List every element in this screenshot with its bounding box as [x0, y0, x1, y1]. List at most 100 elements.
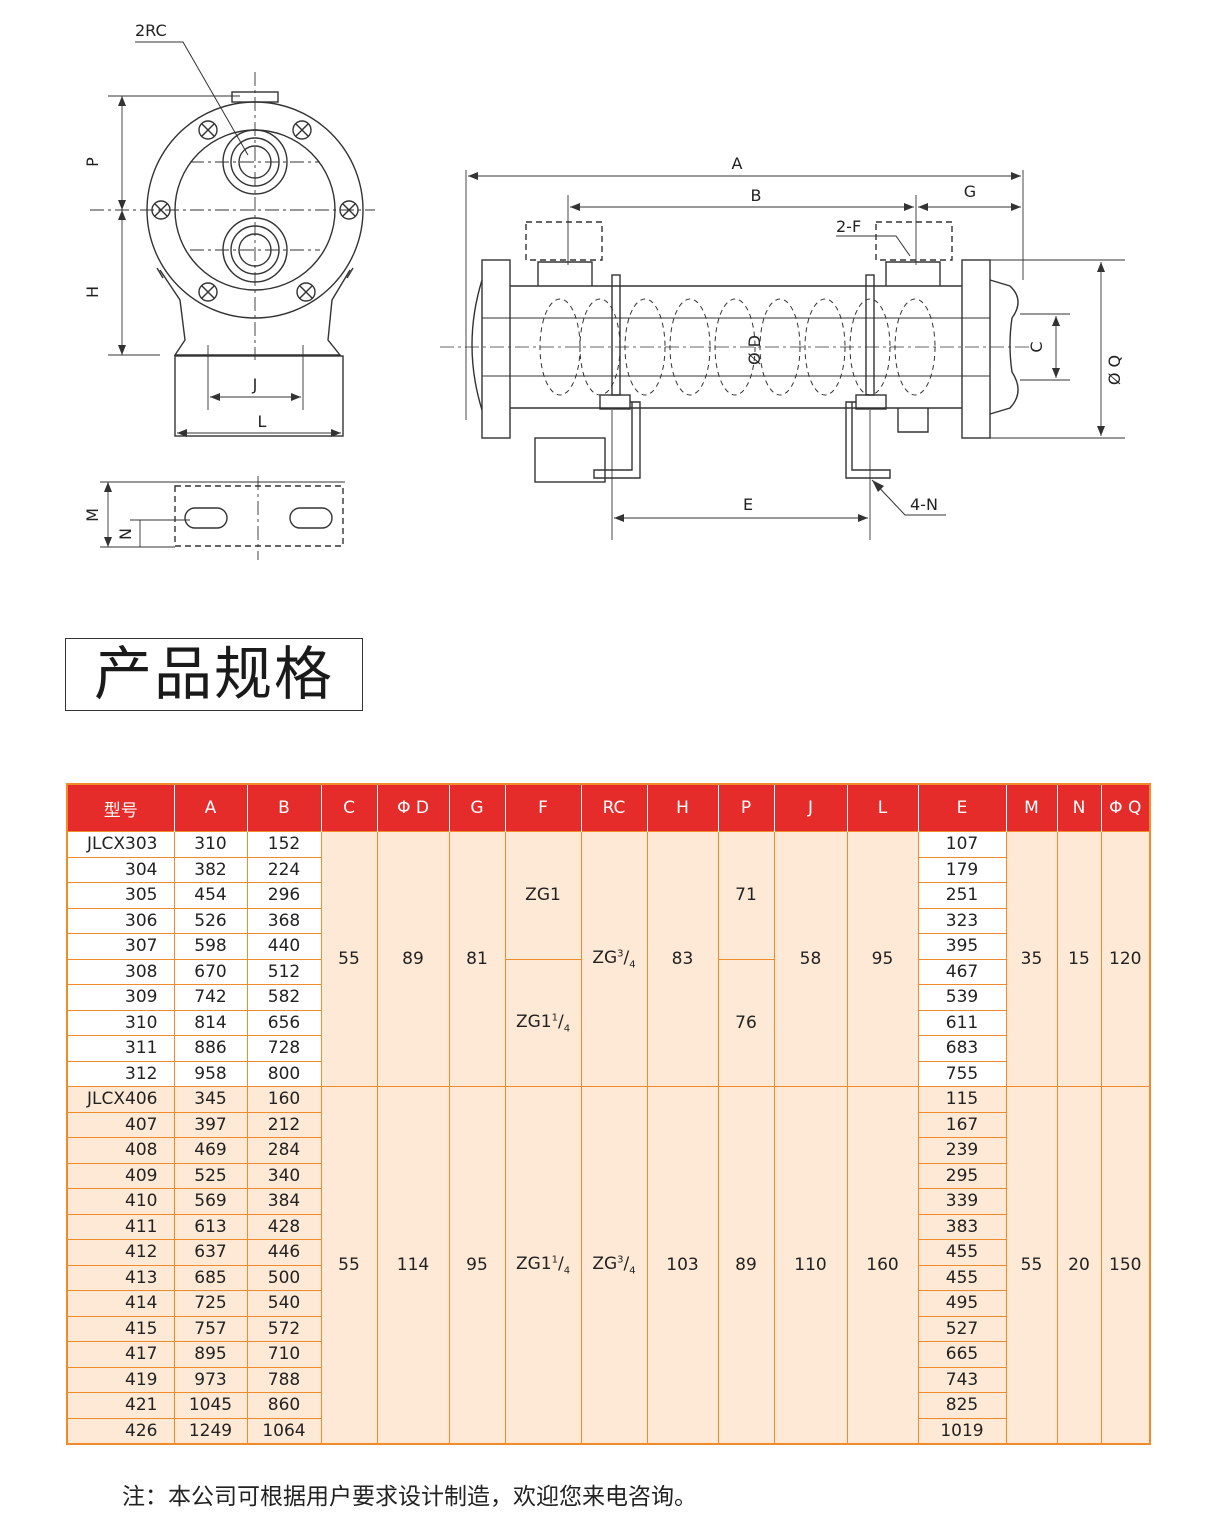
fraction-numerator: 1 [551, 1254, 558, 1266]
table-cell: 71 [717, 831, 775, 960]
table-cell: 160 [246, 1086, 322, 1113]
table-cell: 613 [173, 1213, 248, 1240]
header-cell: M [1005, 784, 1057, 832]
table-cell: 55 [1005, 1086, 1058, 1445]
header-cell: 型号 [67, 784, 174, 832]
table-cell: 89 [717, 1086, 775, 1445]
table-cell: 757 [173, 1315, 248, 1342]
table-cell: 295 [917, 1162, 1007, 1189]
table-cell: 239 [917, 1137, 1007, 1164]
table-cell: 407 [66, 1111, 175, 1138]
table-cell: 525 [173, 1162, 248, 1189]
table-cell: 825 [917, 1392, 1007, 1419]
fraction-numerator: 1 [551, 1011, 558, 1023]
table-cell: 526 [173, 907, 248, 934]
table-cell: 120 [1100, 831, 1151, 1087]
table-cell: 409 [66, 1162, 175, 1189]
table-cell: 107 [917, 831, 1007, 858]
table-cell: 500 [246, 1264, 322, 1291]
table-cell: 76 [717, 958, 775, 1087]
table-cell: 397 [173, 1111, 248, 1138]
table-cell: 307 [66, 933, 175, 960]
table-cell: 284 [246, 1137, 322, 1164]
table-cell: 115 [917, 1086, 1007, 1113]
table-cell: 95 [846, 831, 919, 1087]
table-cell: 408 [66, 1137, 175, 1164]
label-b: B [751, 186, 762, 205]
table-cell: 309 [66, 984, 175, 1011]
table-cell: 55 [320, 1086, 378, 1445]
header-cell: L [846, 784, 918, 832]
table-cell: 755 [917, 1060, 1007, 1087]
table-cell: 55 [320, 831, 378, 1087]
label-g: G [964, 182, 976, 201]
header-cell: F [504, 784, 581, 832]
spec-table: 型号 A B C Φ D G F RC H P J L E M N Φ Q JL… [66, 783, 1151, 1445]
table-cell: 814 [173, 1009, 248, 1036]
label-p: P [83, 157, 102, 167]
table-cell: 527 [917, 1315, 1007, 1342]
table-cell: 1019 [917, 1417, 1007, 1445]
table-cell: 35 [1005, 831, 1058, 1087]
table-cell: 306 [66, 907, 175, 934]
label-2f: 2-F [836, 217, 861, 236]
table-cell: 637 [173, 1239, 248, 1266]
table-cell: 973 [173, 1366, 248, 1393]
table-cell: 58 [773, 831, 848, 1087]
header-cell: C [320, 784, 377, 832]
table-cell: 440 [246, 933, 322, 960]
fraction-numerator: 3 [617, 1254, 624, 1266]
fraction-denominator: 4 [563, 1265, 571, 1277]
table-cell: 412 [66, 1239, 175, 1266]
table-cell: 103 [646, 1086, 719, 1445]
technical-drawing: 2RC P H J L M N A B G 2-F Ø D C Ø Q E 4-… [83, 21, 1125, 560]
header-cell: P [717, 784, 774, 832]
table-cell: 411 [66, 1213, 175, 1240]
table-cell: 410 [66, 1188, 175, 1215]
header-cell: G [448, 784, 505, 832]
fraction-denominator: 4 [563, 1022, 571, 1034]
table-cell: 212 [246, 1111, 322, 1138]
label-e: E [743, 495, 753, 514]
table-cell: 710 [246, 1341, 322, 1368]
table-cell: 1249 [173, 1417, 248, 1445]
table-cell: 569 [173, 1188, 248, 1215]
table-cell: 305 [66, 882, 175, 909]
table-cell: 886 [173, 1035, 248, 1062]
label-4n: 4-N [910, 495, 938, 514]
table-cell: 665 [917, 1341, 1007, 1368]
fraction-base: ZG [592, 947, 618, 968]
table-cell: 743 [917, 1366, 1007, 1393]
label-d: Ø D [745, 335, 764, 365]
fraction-denominator: 4 [629, 959, 636, 971]
table-cell: 224 [246, 856, 322, 883]
fraction-base: ZG1 [515, 1011, 552, 1032]
label-a: A [732, 154, 743, 173]
table-cell: ZG11/4 [504, 958, 582, 1087]
label-j: J [252, 375, 258, 394]
table-cell: 384 [246, 1188, 322, 1215]
header-cell: RC [580, 784, 647, 832]
table-cell: 683 [917, 1035, 1007, 1062]
table-cell: 446 [246, 1239, 322, 1266]
table-cell: 670 [173, 958, 248, 985]
table-cell: 414 [66, 1290, 175, 1317]
table-cell: 368 [246, 907, 322, 934]
table-cell: JLCX406 [66, 1086, 175, 1113]
table-cell: 572 [246, 1315, 322, 1342]
table-cell: 81 [448, 831, 506, 1087]
